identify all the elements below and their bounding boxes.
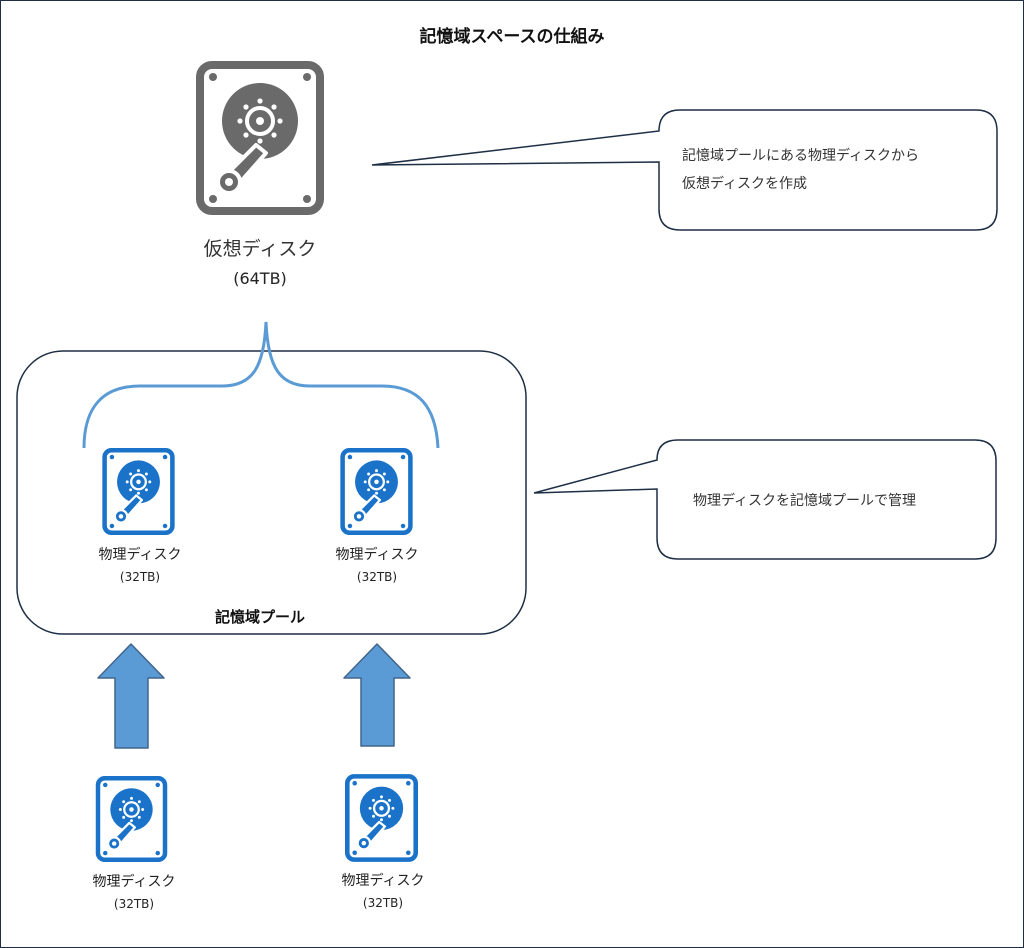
- virtual-disk-label: 仮想ディスク: [203, 238, 317, 260]
- virtual-disk-icon: [200, 65, 320, 211]
- source-disk-icon-2: [347, 776, 415, 859]
- source-disk-size-1: (32TB): [113, 897, 155, 911]
- storage-pool-box: [16, 350, 527, 635]
- diagram-title: 記憶域スペースの仕組み: [419, 27, 605, 47]
- pool-disk-size-1: (32TB): [119, 570, 161, 584]
- callout-pool-bubble: [533, 439, 997, 560]
- pool-brace: [82, 321, 440, 449]
- storage-pool-label: 記憶域プール: [214, 608, 305, 626]
- up-arrow-1: [97, 643, 165, 749]
- up-arrow-2: [343, 643, 411, 747]
- source-disk-icon-1: [98, 778, 165, 860]
- virtual-disk-size: (64TB): [233, 269, 287, 288]
- source-disk-size-2: (32TB): [362, 896, 404, 910]
- callout-virtual-line2: 仮想ディスクを作成: [682, 176, 808, 192]
- callout-pool-text: 物理ディスクを記憶域プールで管理: [693, 493, 917, 509]
- source-disk-label-1: 物理ディスク: [92, 874, 176, 890]
- callout-virtual-line1: 記憶域プールにある物理ディスクから: [682, 148, 920, 164]
- pool-disk-label-1: 物理ディスク: [98, 547, 182, 563]
- callout-virtual-bubble: [371, 109, 998, 231]
- pool-disk-size-2: (32TB): [356, 570, 398, 584]
- pool-disk-label-2: 物理ディスク: [335, 547, 419, 563]
- source-disk-label-2: 物理ディスク: [341, 873, 425, 889]
